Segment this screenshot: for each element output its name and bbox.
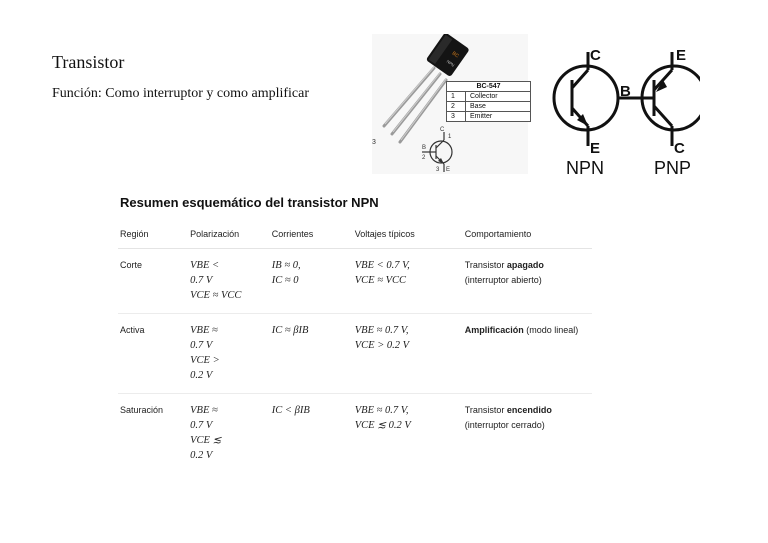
voltages-cell: VBE < 0.7 V, VCE ≈ VCC [352,248,463,314]
base-label: B [620,83,631,100]
npn-label: NPN [566,158,604,178]
table-row: Activa VBE ≈ 0.7 V VCE > 0.2 V IC ≈ βIB … [118,313,592,394]
svg-text:E: E [446,167,450,173]
svg-text:BC: BC [451,51,460,60]
svg-text:3: 3 [436,167,440,173]
currents-cell: IB ≈ 0, IC ≈ 0 [269,248,353,314]
pnp-emitter-label: E [676,47,686,64]
pnp-label: PNP [654,158,691,178]
svg-text:1: 1 [448,134,452,140]
npn-emitter-label: E [590,140,600,157]
svg-text:C: C [440,127,445,133]
currents-cell: IC < βIB [271,405,310,416]
summary-header-row: Región Polarización Corrientes Voltajes … [118,222,592,249]
polarization-cell: VBE ≈ 0.7 V VCE > 0.2 V [188,313,270,394]
summary-title: Resumen esquemático del transistor NPN [120,195,379,210]
region-cell: Corte [118,248,189,314]
currents-cell: IC ≈ βIB [269,313,353,394]
header-voltages: Voltajes típicos [352,222,463,249]
pin-table-model: BC-547 [446,81,531,92]
polarization-cell: VBE < 0.7 V VCE ≈ VCC [188,248,270,314]
voltages-cell: VBE ≈ 0.7 V, VCE > 0.2 V [352,313,463,394]
pnp-collector-label: C [674,140,685,157]
function-text: Función: Como interruptor y como amplifi… [52,86,310,101]
region-cell: Saturación [120,405,164,415]
region-cell: Activa [118,313,189,394]
behavior-cell: Transistor encendido (interruptor cerrad… [464,405,552,430]
npn-collector-label: C [590,47,601,64]
summary-table: Región Polarización Corrientes Voltajes … [118,222,592,473]
svg-text:B: B [422,145,426,151]
svg-text:NPN: NPN [446,59,456,68]
table-row: Saturación VBE ≈ 0.7 V VCE ≲ 0.2 V IC < … [118,394,592,474]
polarization-cell: VBE ≈ 0.7 V VCE ≲ 0.2 V [190,405,222,461]
svg-text:2: 2 [422,155,426,161]
voltages-cell: VBE ≈ 0.7 V, VCE ≲ 0.2 V [354,405,411,431]
pin-number-label: 3 [372,139,376,146]
header-behavior: Comportamiento [462,222,592,249]
header-region: Región [118,222,189,249]
document-title: Transistor [52,52,125,72]
behavior-cell: Amplificación (modo lineal) [462,313,592,394]
npn-pnp-symbols: C E B E C NPN PNP [550,42,708,180]
behavior-cell: Transistor apagado (interruptor abierto) [462,248,592,314]
npn-symbol-circle [552,64,620,132]
header-currents: Corrientes [269,222,353,249]
table-row: Corte VBE < 0.7 V VCE ≈ VCC IB ≈ 0, IC ≈… [118,248,592,314]
header-polarization: Polarización [188,222,270,249]
